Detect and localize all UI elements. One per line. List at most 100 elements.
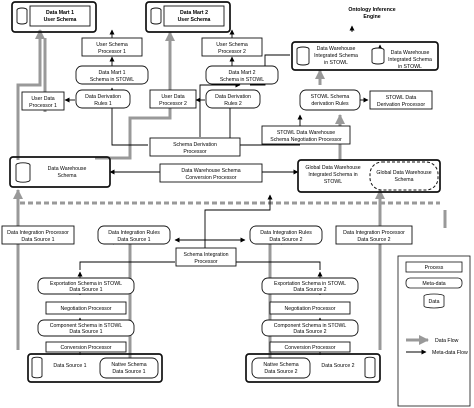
data-warehouse-group (9, 156, 111, 188)
svg-text:Conversion Processor: Conversion Processor (185, 175, 236, 181)
node-user-schema-proc-2: User Schema Processor 2 (201, 37, 263, 57)
svg-text:STOWL Data Warehouse: STOWL Data Warehouse (277, 130, 335, 136)
svg-text:Rules 2: Rules 2 (224, 101, 242, 107)
node-global-dw-schema: Global Data Warehouse Schema (369, 161, 439, 191)
svg-text:Integrated Schema in: Integrated Schema in (308, 172, 357, 178)
legend: Process Meta-data Data Data Flow Meta-da… (397, 255, 471, 407)
svg-text:Processor: Processor (183, 149, 207, 155)
svg-text:Schema: Schema (57, 173, 76, 179)
svg-text:Schema Derivation: Schema Derivation (173, 142, 217, 148)
svg-text:Rules 1: Rules 1 (94, 101, 112, 107)
legend-data-flow-label: Data Flow (435, 338, 459, 344)
legend-metadata-flow-label: Meta-data Flow (432, 350, 468, 356)
node-exportation-schema-1: Exportation Schema in STOWL Data Source … (37, 277, 135, 295)
node-global-dw: Global Data Warehouse Integrated Schema … (305, 165, 360, 185)
node-data-derivation-rules-2: Data Derivation Rules 2 (205, 89, 261, 109)
svg-text:Ontology Inference: Ontology Inference (348, 7, 395, 13)
svg-text:Data Source 2: Data Source 2 (269, 237, 302, 243)
svg-text:Schema: Schema (394, 177, 413, 183)
legend-data-swatch (423, 293, 445, 309)
legend-data-label: Data (429, 299, 440, 305)
svg-text:Data Mart 2: Data Mart 2 (228, 70, 255, 76)
svg-text:Data Source 2: Data Source 2 (357, 237, 390, 243)
node-data-integration-rules-2: Data Integration Rules Data Source 2 (249, 225, 323, 245)
node-data-mart-2: Data Mart 2 User Schema (150, 5, 225, 27)
svg-text:Processor: Processor (194, 259, 218, 265)
node-user-data-proc-2: User Data Processor 2 (149, 89, 197, 109)
node-dw-integrated-left: Data Warehouse Integrated Schema in STOW… (296, 46, 358, 66)
node-data-source-2: Data Source 2 (321, 356, 376, 379)
data-flow-arrow (95, 31, 175, 160)
svg-text:Data Derivation: Data Derivation (215, 94, 251, 100)
svg-text:User Data: User Data (31, 96, 54, 102)
svg-text:Data Source 1: Data Source 1 (53, 363, 86, 369)
node-data-source-1: Data Source 1 (31, 356, 87, 379)
data-mart-2-group (145, 1, 231, 33)
node-dw-schema-conversion: Data Warehouse Schema Conversion Process… (159, 163, 263, 183)
node-native-schema-2: Native Schema Data Source 2 (251, 357, 311, 379)
svg-text:Data Integration Rules: Data Integration Rules (260, 230, 312, 236)
data-mart-1-group (11, 1, 97, 33)
svg-text:Data Warehouse Schema: Data Warehouse Schema (181, 168, 240, 174)
node-data-integration-proc-1: Data Integration Processor Data Source 1 (1, 225, 75, 245)
svg-text:Data Source 2: Data Source 2 (321, 363, 354, 369)
legend-process-swatch (405, 261, 463, 273)
legend-process-label: Process (425, 265, 444, 271)
node-dm1-stowl: Data Mart 1 Schema in STOWL (75, 65, 149, 85)
node-schema-integration-proc: Schema Integration Processor (175, 247, 237, 267)
node-stowl-data-proc: STOWL Data Derivation Processor (369, 90, 433, 110)
svg-text:Data Source 1: Data Source 1 (69, 287, 102, 293)
svg-text:Data Mart 1: Data Mart 1 (98, 70, 125, 76)
svg-text:Exportation Schema in STOWL: Exportation Schema in STOWL (274, 281, 346, 287)
svg-text:Conversion Processor: Conversion Processor (60, 345, 111, 351)
svg-text:Data Mart 2: Data Mart 2 (180, 10, 208, 16)
node-data-derivation-rules-1: Data Derivation Rules 1 (75, 89, 131, 109)
svg-text:Processor 2: Processor 2 (159, 101, 187, 107)
svg-text:Native Schema: Native Schema (263, 362, 298, 368)
node-native-schema-1: Native Schema Data Source 1 (99, 357, 159, 379)
svg-text:in STOWL: in STOWL (398, 64, 422, 70)
node-component-schema-1: Component Schema in STOWL Data Source 1 (37, 319, 135, 337)
legend-metadata-swatch (405, 277, 463, 289)
svg-text:Data Derivation: Data Derivation (85, 94, 121, 100)
svg-text:Native Schema: Native Schema (111, 362, 146, 368)
global-dw-group (297, 159, 441, 193)
node-conversion-proc-2: Conversion Processor (269, 341, 351, 353)
svg-text:in STOWL: in STOWL (324, 60, 348, 66)
svg-text:Global Data Warehouse: Global Data Warehouse (305, 165, 360, 171)
node-data-integration-rules-1: Data Integration Rules Data Source 1 (97, 225, 171, 245)
svg-text:Data Source 1: Data Source 1 (112, 369, 145, 375)
svg-text:Data Mart 1: Data Mart 1 (46, 10, 74, 16)
node-negotiation-proc-2: Negotiation Processor (269, 301, 351, 315)
svg-text:User Data: User Data (161, 94, 184, 100)
svg-text:Processor 1: Processor 1 (98, 49, 126, 55)
data-source-1-group (27, 353, 163, 383)
svg-text:STOWL Schema: STOWL Schema (311, 94, 350, 100)
svg-text:Data Warehouse: Data Warehouse (317, 46, 356, 52)
svg-text:Component Schema in STOWL: Component Schema in STOWL (50, 323, 123, 329)
node-stowl-dw-schema-neg: STOWL Data Warehouse Schema Negotiation … (261, 125, 351, 145)
svg-text:Schema Integration: Schema Integration (184, 252, 229, 258)
node-user-schema-proc-1: User Schema Processor 1 (81, 37, 143, 57)
svg-text:Exportation Schema in STOWL: Exportation Schema in STOWL (50, 281, 122, 287)
svg-text:Processor 2: Processor 2 (218, 49, 246, 55)
svg-text:Data Integration Rules: Data Integration Rules (108, 230, 160, 236)
svg-text:Conversion Processor: Conversion Processor (284, 345, 335, 351)
svg-text:Engine: Engine (363, 14, 380, 20)
svg-text:Data Source 1: Data Source 1 (21, 237, 54, 243)
node-data-mart-1: Data Mart 1 User Schema (16, 5, 91, 27)
node-data-warehouse: Data Warehouse Schema (15, 162, 86, 183)
svg-text:Schema in STOWL: Schema in STOWL (90, 77, 134, 83)
node-ontology-engine: Ontology Inference Engine (348, 7, 395, 20)
node-component-schema-2: Component Schema in STOWL Data Source 2 (261, 319, 359, 337)
svg-text:Data Warehouse: Data Warehouse (391, 50, 430, 56)
svg-text:Negotiation Processor: Negotiation Processor (60, 306, 111, 312)
svg-text:Component Schema in STOWL: Component Schema in STOWL (274, 323, 347, 329)
svg-text:Data Integration Processor: Data Integration Processor (343, 230, 405, 236)
svg-text:derivation Rules: derivation Rules (311, 101, 349, 107)
svg-text:User Schema: User Schema (178, 17, 211, 23)
node-schema-derivation-proc: Schema Derivation Processor (149, 137, 241, 157)
svg-text:Data Source 2: Data Source 2 (264, 369, 297, 375)
svg-text:User Schema: User Schema (96, 42, 128, 48)
svg-text:Derivation Processor: Derivation Processor (377, 102, 425, 108)
